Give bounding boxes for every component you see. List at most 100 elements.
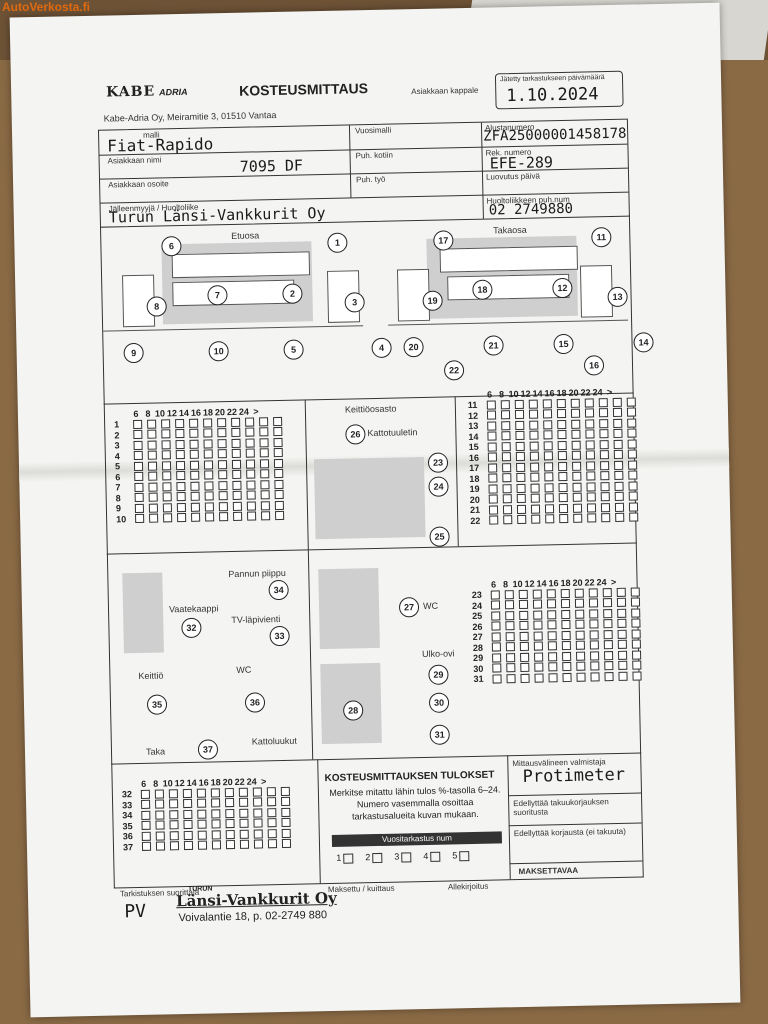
measure-checkbox[interactable]	[630, 597, 640, 607]
measure-checkbox[interactable]	[258, 427, 268, 437]
measure-checkbox[interactable]	[626, 397, 636, 407]
measure-checkbox[interactable]	[238, 797, 248, 808]
measure-checkbox[interactable]	[140, 800, 150, 810]
measure-checkbox[interactable]	[558, 503, 568, 513]
measure-checkbox[interactable]	[203, 481, 214, 491]
measure-checkbox[interactable]	[188, 418, 198, 428]
measure-checkbox[interactable]	[244, 417, 254, 427]
measure-checkbox[interactable]	[544, 493, 554, 503]
measure-checkbox[interactable]	[616, 587, 626, 597]
measure-checkbox[interactable]	[628, 512, 638, 522]
measure-checkbox[interactable]	[203, 460, 213, 470]
measure-checkbox[interactable]	[529, 483, 540, 493]
measure-checkbox[interactable]	[490, 590, 500, 600]
measure-checkbox[interactable]	[211, 840, 221, 850]
measure-checkbox[interactable]	[532, 620, 543, 630]
measure-checkbox[interactable]	[189, 470, 199, 481]
measure-checkbox[interactable]	[245, 459, 255, 469]
measure-checkbox[interactable]	[612, 429, 623, 439]
measure-checkbox[interactable]	[547, 651, 557, 662]
measure-checkbox[interactable]	[169, 830, 179, 841]
measure-checkbox[interactable]	[225, 829, 235, 839]
measure-checkbox[interactable]	[500, 410, 510, 420]
measure-checkbox[interactable]	[616, 598, 626, 608]
measure-checkbox[interactable]	[162, 492, 172, 502]
measure-checkbox[interactable]	[600, 492, 610, 502]
measure-checkbox[interactable]	[544, 514, 554, 524]
measure-checkbox[interactable]	[631, 650, 641, 660]
measure-checkbox[interactable]	[175, 450, 185, 460]
measure-checkbox[interactable]	[258, 416, 268, 427]
measure-checkbox[interactable]	[561, 662, 571, 672]
measure-checkbox[interactable]	[154, 799, 164, 809]
measure-checkbox[interactable]	[528, 399, 538, 409]
measure-checkbox[interactable]	[515, 462, 525, 472]
measure-checkbox[interactable]	[519, 663, 529, 673]
measure-checkbox[interactable]	[133, 451, 143, 461]
measure-checkbox[interactable]	[589, 672, 600, 682]
measure-checkbox[interactable]	[232, 501, 242, 511]
measure-checkbox[interactable]	[584, 429, 595, 439]
measure-checkbox[interactable]	[238, 818, 249, 829]
measure-checkbox[interactable]	[502, 515, 512, 525]
measure-checkbox[interactable]	[627, 470, 637, 480]
measure-checkbox[interactable]	[571, 482, 582, 492]
measure-checkbox[interactable]	[273, 458, 283, 468]
measure-checkbox[interactable]	[613, 439, 623, 449]
measure-checkbox[interactable]	[148, 492, 158, 502]
measure-checkbox[interactable]	[501, 483, 512, 494]
measure-checkbox[interactable]	[612, 408, 622, 418]
measure-checkbox[interactable]	[631, 660, 641, 670]
measure-checkbox[interactable]	[216, 417, 226, 428]
measure-checkbox[interactable]	[500, 431, 511, 441]
measure-checkbox[interactable]	[141, 831, 151, 841]
measure-checkbox[interactable]	[600, 513, 610, 523]
measure-checkbox[interactable]	[161, 461, 171, 471]
measure-checkbox[interactable]	[599, 460, 609, 471]
measure-checkbox[interactable]	[528, 420, 538, 430]
measure-checkbox[interactable]	[266, 807, 276, 818]
measure-checkbox[interactable]	[542, 430, 553, 440]
measure-checkbox[interactable]	[518, 610, 528, 620]
measure-checkbox[interactable]	[542, 420, 552, 430]
measure-checkbox[interactable]	[141, 842, 151, 852]
measure-checkbox[interactable]	[556, 398, 566, 408]
measure-checkbox[interactable]	[515, 441, 525, 451]
measure-checkbox[interactable]	[154, 789, 164, 799]
measure-checkbox[interactable]	[599, 481, 610, 492]
measure-checkbox[interactable]	[603, 661, 613, 671]
measure-checkbox[interactable]	[260, 511, 270, 521]
measure-checkbox[interactable]	[259, 448, 269, 458]
measure-checkbox[interactable]	[560, 609, 570, 619]
measure-checkbox[interactable]	[161, 450, 171, 460]
measure-checkbox[interactable]	[267, 839, 277, 849]
measure-checkbox[interactable]	[533, 641, 543, 651]
measure-checkbox[interactable]	[266, 786, 276, 797]
measure-checkbox[interactable]	[260, 490, 270, 500]
measure-checkbox[interactable]	[557, 472, 567, 482]
measure-checkbox[interactable]	[543, 462, 553, 472]
measure-checkbox[interactable]	[572, 513, 582, 524]
measure-checkbox[interactable]	[133, 461, 143, 471]
measure-checkbox[interactable]	[627, 460, 637, 470]
measure-checkbox[interactable]	[225, 840, 235, 850]
measure-checkbox[interactable]	[574, 588, 584, 598]
measure-checkbox[interactable]	[232, 491, 242, 501]
measure-checkbox[interactable]	[528, 430, 539, 441]
measure-checkbox[interactable]	[147, 461, 157, 471]
measure-checkbox[interactable]	[210, 788, 220, 798]
measure-checkbox[interactable]	[260, 500, 270, 511]
year-check-3[interactable]: 3	[394, 851, 412, 863]
measure-checkbox[interactable]	[487, 484, 498, 494]
measure-checkbox[interactable]	[586, 513, 596, 523]
measure-checkbox[interactable]	[518, 600, 528, 610]
measure-checkbox[interactable]	[557, 451, 567, 461]
measure-checkbox[interactable]	[204, 491, 214, 501]
measure-checkbox[interactable]	[487, 463, 497, 473]
measure-checkbox[interactable]	[190, 512, 200, 523]
measure-checkbox[interactable]	[612, 418, 622, 428]
measure-checkbox[interactable]	[203, 470, 213, 480]
year-check-4[interactable]: 4	[423, 851, 441, 862]
measure-checkbox[interactable]	[281, 839, 291, 849]
measure-checkbox[interactable]	[183, 830, 193, 840]
